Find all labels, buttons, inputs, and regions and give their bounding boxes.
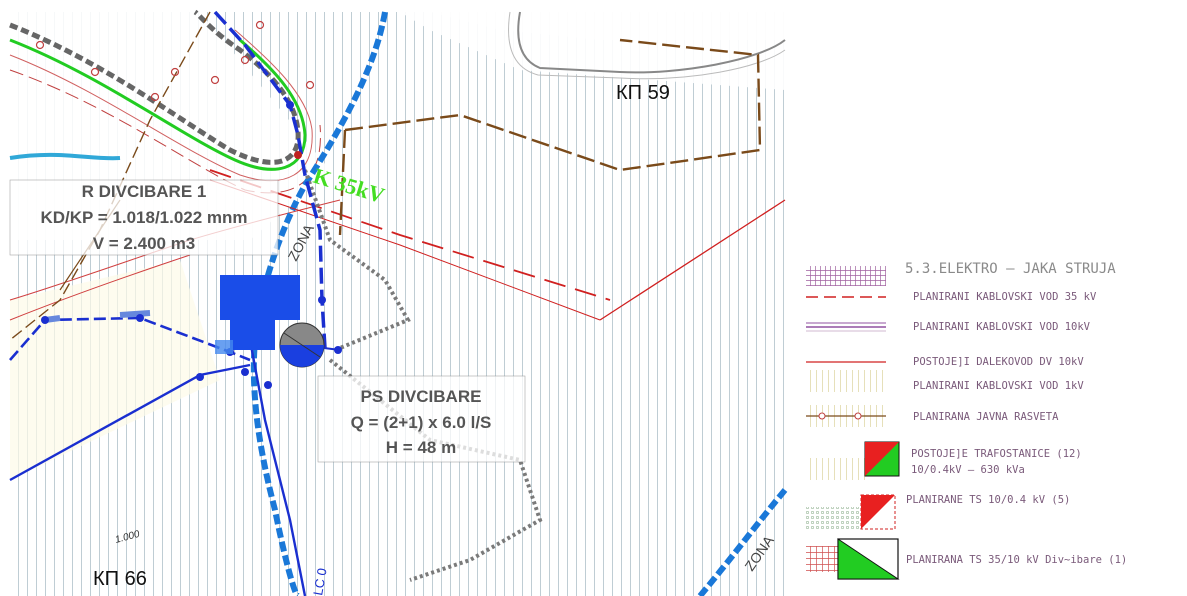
legend-item-planned-ts: PLANIRANE TS 10/0.4 kV (5) xyxy=(806,494,1070,531)
legend-label-existing-ts-capacity: 10/0.4kV – 630 kVa xyxy=(911,464,1025,476)
reservoir-name: R DIVCIBARE 1 xyxy=(82,182,207,201)
pump-station-name: PS DIVCIBARE xyxy=(361,387,482,406)
parcel-label-kp59: КП 59 xyxy=(616,82,670,104)
legend-item-cable-35kv: PLANIRANI KABLOVSKI VOD 35 kV xyxy=(806,266,1097,303)
legend-label-existing-ts: POSTOJE]E TRAFOSTANICE (12) xyxy=(911,448,1082,460)
legend-label-planned-ts35: PLANIRANA TS 35/10 kV Div~ibare (1) xyxy=(906,554,1127,566)
pump-station-flow: Q = (2+1) x 6.0 l/S xyxy=(351,413,492,432)
reservoir-building xyxy=(215,275,300,354)
water-pipeline xyxy=(250,11,788,596)
legend-item-planned-ts-35: PLANIRANA TS 35/10 kV Div~ibare (1) xyxy=(806,538,1127,580)
legend-label-dv10kv: POSTOJE]I DALEKOVOD DV 10kV xyxy=(913,356,1084,368)
pipe-label-lc: LC 0 xyxy=(310,567,330,596)
parcel-label-kp66: КП 66 xyxy=(93,568,147,590)
reservoir-volume: V = 2.400 m3 xyxy=(93,234,196,253)
map-area xyxy=(9,12,785,596)
legend-item-existing-ts: POSTOJE]E TRAFOSTANICE (12) 10/0.4kV – 6… xyxy=(806,441,1082,480)
pump-station-head: H = 48 m xyxy=(386,438,456,457)
legend-label-10kv: PLANIRANI KABLOVSKI VOD 10kV xyxy=(913,321,1091,333)
pump-station-label-box: PS DIVCIBARE Q = (2+1) x 6.0 l/S H = 48 … xyxy=(317,375,526,463)
light-hatch-icon xyxy=(806,370,886,392)
legend-label-1kv: PLANIRANI KABLOVSKI VOD 1kV xyxy=(913,380,1084,392)
reservoir-elevation: KD/KP = 1.018/1.022 mnm xyxy=(40,208,247,227)
reservoir-label-box: R DIVCIBARE 1 KD/KP = 1.018/1.022 mnm V … xyxy=(9,179,279,256)
legend-label-lighting: PLANIRANA JAVNA RASVETA xyxy=(913,411,1059,423)
legend-item-lighting: PLANIRANA JAVNA RASVETA xyxy=(806,405,1059,427)
lighting-poles xyxy=(35,20,315,102)
legend-item-overhead-10kv: POSTOJE]I DALEKOVOD DV 10kV PLANIRANI KA… xyxy=(806,356,1084,392)
pump-station-symbol xyxy=(279,322,325,368)
gray-dotted-path xyxy=(303,169,543,582)
legend-item-cable-10kv: PLANIRANI KABLOVSKI VOD 10kV xyxy=(806,321,1091,333)
purple-grid-icon xyxy=(806,266,886,286)
legend-title: 5.3.ELEKTRO – JAKA STRUJA xyxy=(905,261,1116,277)
legend-label-planned-ts: PLANIRANE TS 10/0.4 kV (5) xyxy=(906,494,1070,506)
legend-label-35kv: PLANIRANI KABLOVSKI VOD 35 kV xyxy=(913,291,1097,303)
legend: 5.3.ELEKTRO – JAKA STRUJA PLANIRANI KABL… xyxy=(806,261,1127,580)
